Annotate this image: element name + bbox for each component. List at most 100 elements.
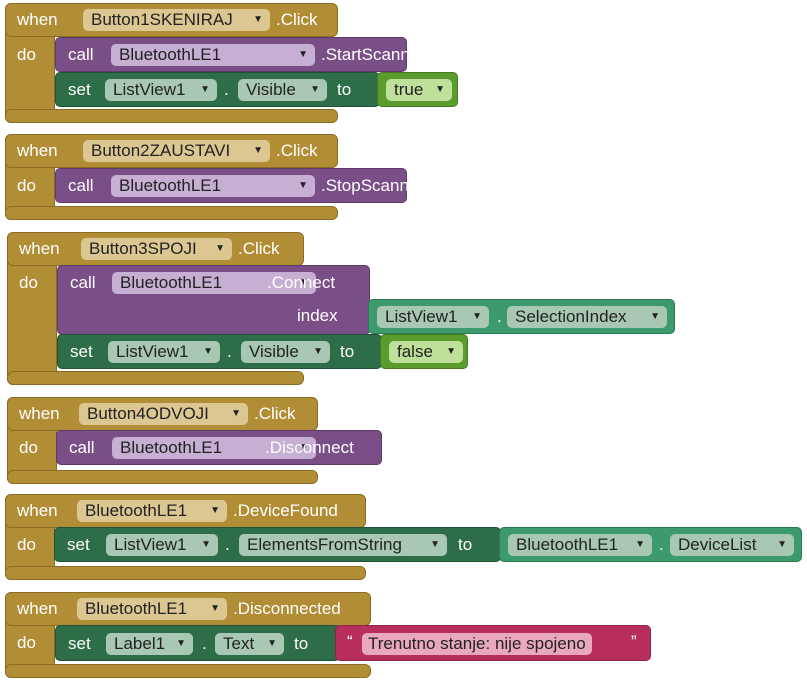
open-quote-label: “ [347, 632, 353, 651]
event-footer [7, 371, 304, 385]
event-footer [5, 664, 371, 678]
triangle-down-icon: ▼ [210, 505, 220, 516]
component-dropdown[interactable]: BluetoothLE1▼ [112, 437, 316, 459]
triangle-down-icon: ▼ [777, 539, 787, 550]
set-block-label-text[interactable]: set Label1▼ . Text▼ to [55, 625, 340, 661]
set-block-elements-from-string[interactable]: set ListView1▼ . ElementsFromString▼ to [54, 527, 501, 562]
dot-label: . [225, 535, 230, 554]
when-label: when [17, 10, 58, 29]
set-block-visible[interactable]: set ListView1▼ . Visible▼ to [57, 334, 382, 369]
do-label: do [17, 535, 36, 554]
do-label: do [17, 633, 36, 652]
component-dropdown[interactable]: BluetoothLE1▼ [111, 44, 315, 66]
component-dropdown[interactable]: Button3SPOJI▼ [81, 238, 232, 260]
dot-label: . [497, 307, 502, 326]
triangle-down-icon: ▼ [635, 539, 645, 550]
event-footer [5, 206, 338, 220]
event-name: .Disconnected [233, 599, 341, 618]
property-dropdown[interactable]: Text▼ [215, 633, 284, 655]
call-block-disconnect[interactable]: call BluetoothLE1▼ .Disconnect [56, 430, 382, 465]
call-label: call [68, 176, 94, 195]
event-block-button4-click[interactable]: when Button4ODVOJI▼ .Click do [7, 397, 318, 484]
triangle-down-icon: ▼ [446, 346, 456, 357]
triangle-down-icon: ▼ [310, 84, 320, 95]
property-dropdown[interactable]: Visible▼ [241, 341, 330, 363]
triangle-down-icon: ▼ [176, 638, 186, 649]
dot-label: . [224, 80, 229, 99]
triangle-down-icon: ▼ [253, 145, 263, 156]
dot-label: . [659, 535, 664, 554]
component-dropdown[interactable]: BluetoothLE1▼ [111, 175, 315, 197]
index-label: index [297, 306, 338, 325]
boolean-dropdown[interactable]: true▼ [386, 79, 452, 101]
triangle-down-icon: ▼ [215, 243, 225, 254]
component-dropdown[interactable]: Button1SKENIRAJ▼ [83, 9, 270, 31]
event-name: .DeviceFound [233, 501, 338, 520]
triangle-down-icon: ▼ [210, 603, 220, 614]
triangle-down-icon: ▼ [430, 539, 440, 550]
triangle-down-icon: ▼ [200, 84, 210, 95]
event-header [7, 397, 318, 431]
call-block-start-scanning[interactable]: call BluetoothLE1▼ .StartScanning [55, 37, 433, 72]
when-label: when [17, 501, 58, 520]
boolean-dropdown[interactable]: false▼ [389, 341, 463, 363]
event-block-button3-click[interactable]: when Button3SPOJI▼ .Click do [7, 232, 304, 385]
text-block-status[interactable]: “ Trenutno stanje: nije spojeno ” [335, 625, 651, 661]
component-dropdown[interactable]: BluetoothLE1▼ [77, 500, 227, 522]
triangle-down-icon: ▼ [298, 49, 308, 60]
getter-block-device-list[interactable]: BluetoothLE1▼ . DeviceList▼ [499, 527, 802, 562]
triangle-down-icon: ▼ [299, 442, 309, 453]
triangle-down-icon: ▼ [203, 346, 213, 357]
set-label: set [68, 80, 91, 99]
component-dropdown[interactable]: BluetoothLE1▼ [508, 534, 652, 556]
component-dropdown[interactable]: BluetoothLE1▼ [112, 272, 316, 294]
status-text-field[interactable]: Trenutno stanje: nije spojeno [362, 633, 592, 655]
do-label: do [19, 273, 38, 292]
triangle-down-icon: ▼ [253, 14, 263, 25]
do-label: do [17, 176, 36, 195]
event-block-button1-click[interactable]: when Button1SKENIRAJ▼ .Click do [5, 3, 338, 123]
event-footer [5, 109, 338, 123]
component-dropdown[interactable]: ListView1▼ [106, 534, 218, 556]
set-block-visible[interactable]: set ListView1▼ . Visible▼ to [55, 72, 380, 107]
dot-label: . [227, 342, 232, 361]
event-footer [7, 470, 318, 484]
triangle-down-icon: ▼ [472, 311, 482, 322]
triangle-down-icon: ▼ [313, 346, 323, 357]
event-block-device-found[interactable]: when BluetoothLE1▼ .DeviceFound do [5, 494, 366, 580]
property-dropdown[interactable]: SelectionIndex▼ [507, 306, 667, 328]
component-dropdown[interactable]: Button2ZAUSTAVI▼ [83, 140, 270, 162]
do-label: do [19, 438, 38, 457]
component-dropdown[interactable]: ListView1▼ [108, 341, 220, 363]
method-name: .Disconnect [265, 438, 354, 457]
call-label: call [68, 45, 94, 64]
triangle-down-icon: ▼ [201, 539, 211, 550]
set-label: set [68, 634, 91, 653]
component-dropdown[interactable]: Button4ODVOJI▼ [79, 403, 248, 425]
component-dropdown[interactable]: ListView1▼ [105, 79, 217, 101]
component-dropdown[interactable]: BluetoothLE1▼ [77, 598, 227, 620]
boolean-block-false[interactable]: false▼ [380, 334, 468, 369]
method-name: .Connect [267, 273, 336, 292]
when-label: when [17, 141, 58, 160]
call-block-connect[interactable]: call BluetoothLE1▼ .Connect index [57, 265, 370, 335]
event-block-disconnected[interactable]: when BluetoothLE1▼ .Disconnected do [5, 592, 371, 678]
when-label: when [17, 599, 58, 618]
component-dropdown[interactable]: Label1▼ [106, 633, 193, 655]
boolean-block-true[interactable]: true▼ [377, 72, 458, 107]
event-name: .Click [254, 404, 296, 423]
event-name: .Click [238, 239, 280, 258]
triangle-down-icon: ▼ [298, 180, 308, 191]
property-dropdown[interactable]: Visible▼ [238, 79, 327, 101]
property-dropdown[interactable]: ElementsFromString▼ [239, 534, 447, 556]
set-label: set [67, 535, 90, 554]
call-label: call [70, 273, 96, 292]
call-label: call [69, 438, 95, 457]
property-dropdown[interactable]: DeviceList▼ [670, 534, 794, 556]
component-dropdown[interactable]: ListView1▼ [377, 306, 489, 328]
event-block-button2-click[interactable]: when Button2ZAUSTAVI▼ .Click do [5, 134, 338, 220]
set-label: set [70, 342, 93, 361]
event-name: .Click [276, 10, 318, 29]
getter-block-selection-index[interactable]: ListView1▼ . SelectionIndex▼ [368, 299, 675, 334]
call-block-stop-scanning[interactable]: call BluetoothLE1▼ .StopScanning [55, 168, 432, 203]
